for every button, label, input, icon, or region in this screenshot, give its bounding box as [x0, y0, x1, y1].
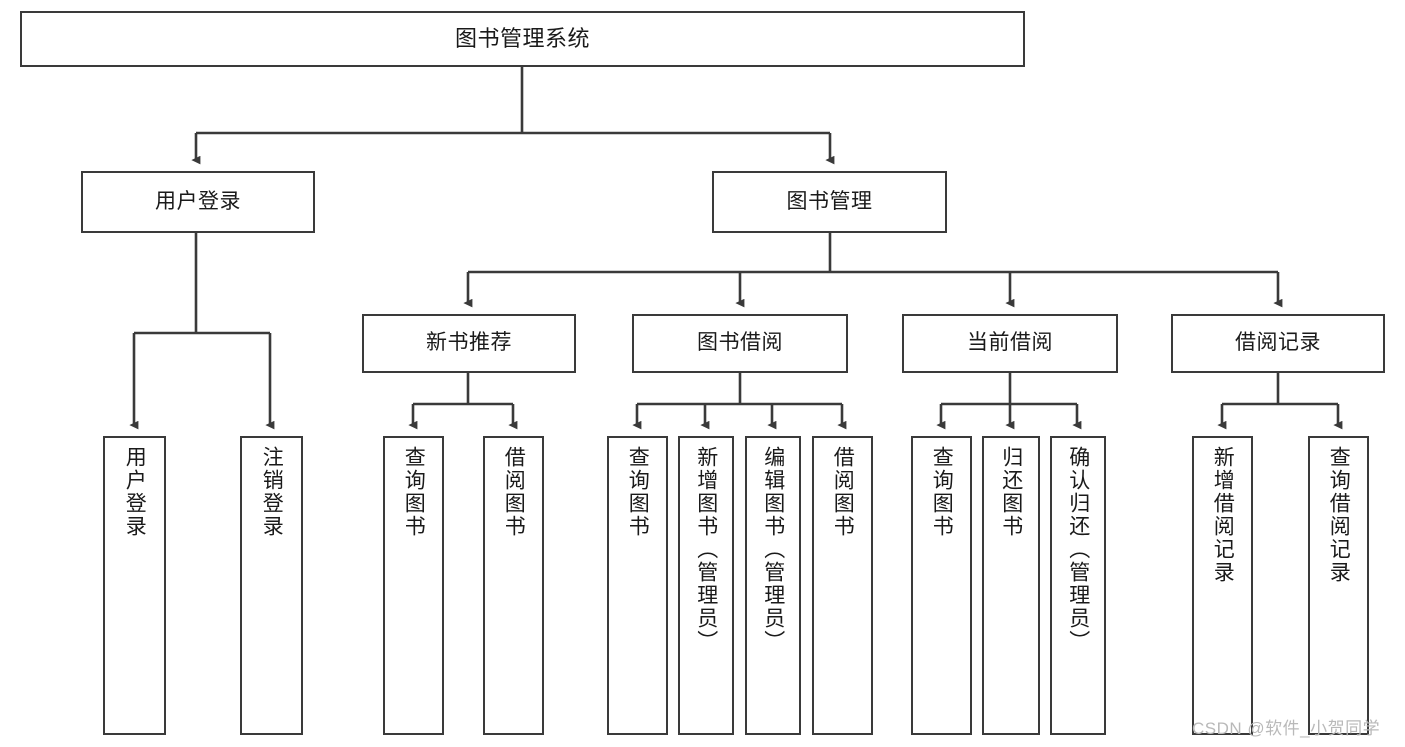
node-label: 图书管理 [786, 189, 873, 213]
node-label: 查询借阅记录 [1327, 446, 1351, 584]
node-new-book-recommend[interactable]: 新书推荐 [362, 314, 576, 373]
leaf-current-borrow-confirm-return-admin[interactable]: 确认归还（管理员） [1050, 436, 1106, 735]
leaf-current-borrow-query-book[interactable]: 查询图书 [911, 436, 972, 735]
node-label: 注销登录 [260, 446, 284, 538]
node-label: 借阅图书 [831, 446, 855, 538]
node-label: 确认归还（管理员） [1066, 446, 1090, 653]
node-label: 借阅记录 [1235, 331, 1321, 355]
leaf-borrow-record-add-record[interactable]: 新增借阅记录 [1192, 436, 1253, 735]
node-label: 用户登录 [155, 189, 241, 213]
leaf-new-book-borrow-book[interactable]: 借阅图书 [483, 436, 544, 735]
node-label: 编辑图书（管理员） [761, 446, 785, 653]
node-label: 归还图书 [999, 446, 1023, 538]
node-root-book-management-system[interactable]: 图书管理系统 [20, 11, 1025, 67]
node-label: 借阅图书 [502, 446, 526, 538]
node-label: 图书借阅 [697, 331, 783, 355]
node-label: 查询图书 [402, 446, 426, 538]
node-current-borrow[interactable]: 当前借阅 [902, 314, 1118, 373]
leaf-book-borrow-add-book-admin[interactable]: 新增图书（管理员） [678, 436, 734, 735]
leaf-book-borrow-borrow-book[interactable]: 借阅图书 [812, 436, 873, 735]
node-borrow-record[interactable]: 借阅记录 [1171, 314, 1385, 373]
node-label: 查询图书 [626, 446, 650, 538]
leaf-user-login-logout[interactable]: 注销登录 [240, 436, 303, 735]
leaf-new-book-query-book[interactable]: 查询图书 [383, 436, 444, 735]
node-label: 查询图书 [930, 446, 954, 538]
node-label: 新增图书（管理员） [694, 446, 718, 653]
node-book-management[interactable]: 图书管理 [712, 171, 947, 233]
node-label: 用户登录 [123, 446, 147, 538]
leaf-book-borrow-edit-book-admin[interactable]: 编辑图书（管理员） [745, 436, 801, 735]
leaf-current-borrow-return-book[interactable]: 归还图书 [982, 436, 1040, 735]
leaf-book-borrow-query-book[interactable]: 查询图书 [607, 436, 668, 735]
leaf-user-login-login[interactable]: 用户登录 [103, 436, 166, 735]
node-label: 当前借阅 [967, 331, 1053, 355]
node-label: 新书推荐 [426, 331, 512, 355]
node-label: 图书管理系统 [454, 26, 590, 52]
csdn-watermark: CSDN @软件_小贺同学 [1192, 719, 1381, 738]
leaf-borrow-record-query-record[interactable]: 查询借阅记录 [1308, 436, 1369, 735]
node-label: 新增借阅记录 [1211, 446, 1235, 584]
node-book-borrow[interactable]: 图书借阅 [632, 314, 848, 373]
node-user-login[interactable]: 用户登录 [81, 171, 315, 233]
